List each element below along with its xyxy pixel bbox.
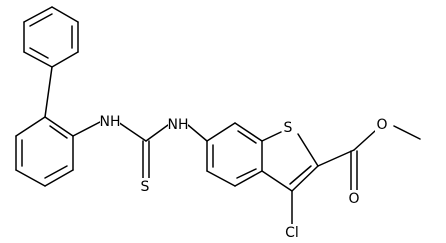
top-phenyl-ring [23,6,79,68]
atom-nh-1: NH [100,114,121,130]
benzothiophene-thiophene-ring [261,131,319,192]
atom-ring-sulfur: S [284,120,293,136]
atom-ether-oxygen: O [376,117,387,133]
atom-thione-sulfur: S [141,179,150,195]
biphenyl-link-bond [44,66,53,118]
benzothiophene-benzene-ring [206,122,263,187]
methyl-ester-group [317,125,421,191]
atom-nh-2: NH [168,117,189,133]
lower-phenyl-ring [15,116,74,187]
atom-chlorine: Cl [285,225,299,241]
thiourea-group [117,121,169,179]
atom-carbonyl-oxygen: O [348,191,359,207]
atom-labels: NH NH S S O O Cl [100,113,389,242]
nh-benzothiophene-bond [187,124,208,142]
aryl-nh-bond [72,121,101,137]
